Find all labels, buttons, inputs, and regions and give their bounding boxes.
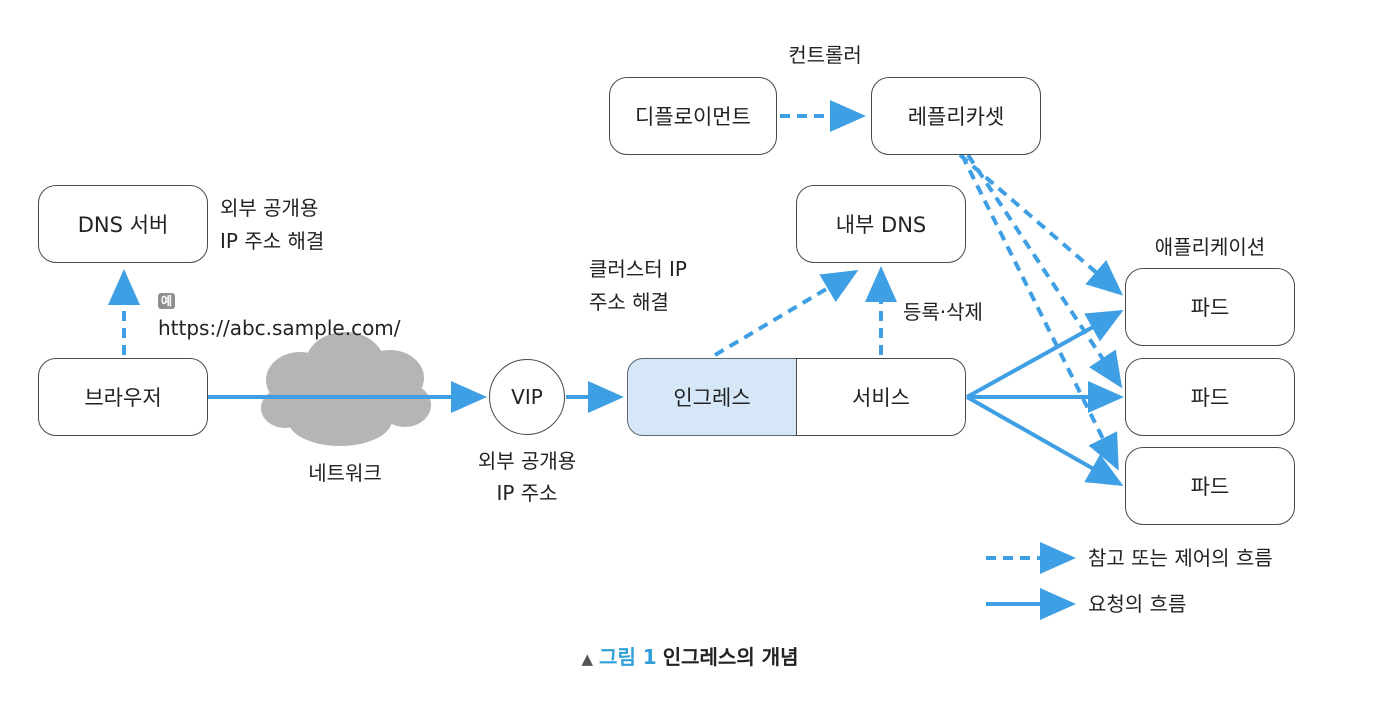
cluster-ip-note-line2: 주소 해결: [589, 290, 669, 314]
request-arrow-service-pod1: [966, 310, 1124, 399]
control-arrow-replicaset-pod1: [958, 153, 1124, 296]
dns-server-node: DNS 서버: [38, 185, 208, 263]
external-dns-note-line2: IP 주소 해결: [220, 229, 325, 253]
cluster-ip-note-line1: 클러스터 IP: [589, 257, 687, 281]
example-url: https://abc.sample.com/: [158, 316, 401, 340]
example-tag: 예: [158, 283, 176, 313]
network-cloud-icon: [261, 332, 431, 446]
pod-node-3: 파드: [1125, 447, 1295, 525]
control-arrow-replicaset-pod3: [960, 154, 1119, 471]
control-arrow-replicaset-pod2: [966, 153, 1123, 389]
internal-dns-node: 내부 DNS: [796, 185, 966, 263]
replicaset-node: 레플리카셋: [871, 77, 1041, 155]
deployment-node: 디플로이먼트: [609, 77, 777, 155]
pod-node-2: 파드: [1125, 358, 1295, 436]
request-arrow-service-pod3: [966, 395, 1124, 486]
vip-note-line1: 외부 공개용: [477, 449, 577, 473]
external-dns-note-line1: 외부 공개용: [220, 196, 319, 220]
register-delete-label: 등록·삭제: [903, 300, 983, 324]
pod-node-1: 파드: [1125, 268, 1295, 346]
browser-node: 브라우저: [38, 358, 208, 436]
legend-solid-label: 요청의 흐름: [1088, 592, 1187, 616]
caption-triangle-icon: ▲: [581, 650, 594, 668]
network-label: 네트워크: [308, 461, 382, 485]
lookup-arrow-ingress-dns: [713, 269, 859, 357]
app-group-label: 애플리케이션: [1154, 235, 1266, 259]
legend-dashed-label: 참고 또는 제어의 흐름: [1088, 546, 1273, 570]
vip-note-line2: IP 주소: [496, 481, 558, 505]
caption-figure-number: 그림 1: [599, 645, 657, 669]
controller-group-label: 컨트롤러: [788, 43, 862, 67]
ingress-node: 인그레스: [627, 358, 797, 436]
service-node: 서비스: [796, 358, 966, 436]
vip-node: VIP: [489, 359, 565, 435]
caption-text: 인그레스의 개념: [662, 645, 799, 669]
